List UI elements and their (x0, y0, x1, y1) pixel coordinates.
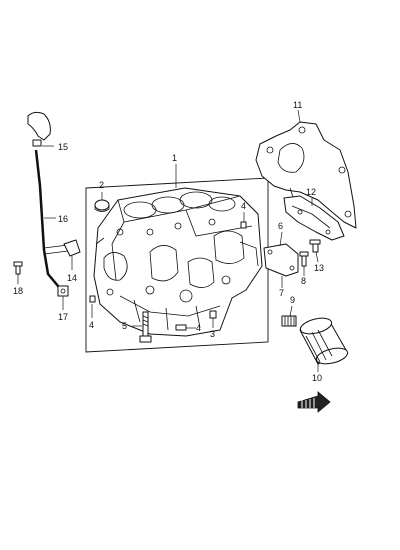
union-fitting-part-9[interactable] (281, 315, 297, 327)
part-number-label: 18 (13, 286, 23, 296)
part-number-label: 9 (290, 295, 295, 305)
stud-part-4-bottom[interactable] (175, 324, 187, 331)
part-number-label: 2 (99, 180, 104, 190)
part-number-label: 4 (241, 201, 246, 211)
bolt-part-13[interactable] (309, 239, 321, 253)
part-number-label: 12 (306, 187, 316, 197)
part-number-label: 14 (67, 273, 77, 283)
part-number-label: 17 (58, 312, 68, 322)
part-number-label: 10 (312, 373, 322, 383)
part-number-labels: 1 2 3 4 4 4 5 6 7 8 9 10 11 12 13 14 15 … (13, 100, 324, 383)
leader-lines (17, 109, 319, 372)
bolt-part-18[interactable] (13, 261, 23, 275)
part-number-label: 16 (58, 214, 68, 224)
dipstick-tube-part-16[interactable] (34, 149, 77, 293)
stud-part-4-top[interactable] (240, 221, 247, 229)
part-number-label: 1 (172, 153, 177, 163)
front-direction-arrow-icon (297, 391, 331, 413)
cylinder-block[interactable] (93, 187, 263, 337)
part-number-label: 15 (58, 142, 68, 152)
part-number-label: 11 (293, 100, 302, 110)
part-number-label: 6 (278, 221, 283, 231)
part-number-label: 5 (122, 321, 127, 331)
stud-part-4-left[interactable] (89, 295, 96, 303)
bracket-part-14[interactable] (63, 239, 81, 257)
cover-plate-part-6[interactable] (263, 243, 299, 277)
dipstick-part-15[interactable] (27, 111, 51, 147)
part-number-label: 3 (210, 329, 215, 339)
bolt-part-5[interactable] (139, 311, 152, 343)
part-number-label: 7 (279, 288, 284, 298)
plug-part-2[interactable] (94, 199, 110, 212)
clamp-part-17[interactable] (57, 285, 69, 297)
gasket-part-12[interactable] (283, 195, 345, 241)
oil-filter-part-10[interactable] (299, 315, 349, 366)
cylinder-block-group-box (85, 177, 269, 353)
part-number-label: 4 (196, 323, 201, 333)
bolt-part-8[interactable] (299, 251, 309, 267)
plug-part-3[interactable] (209, 310, 217, 319)
part-number-label: 8 (301, 276, 306, 286)
part-number-label: 13 (314, 263, 324, 273)
part-number-label: 4 (89, 320, 94, 330)
